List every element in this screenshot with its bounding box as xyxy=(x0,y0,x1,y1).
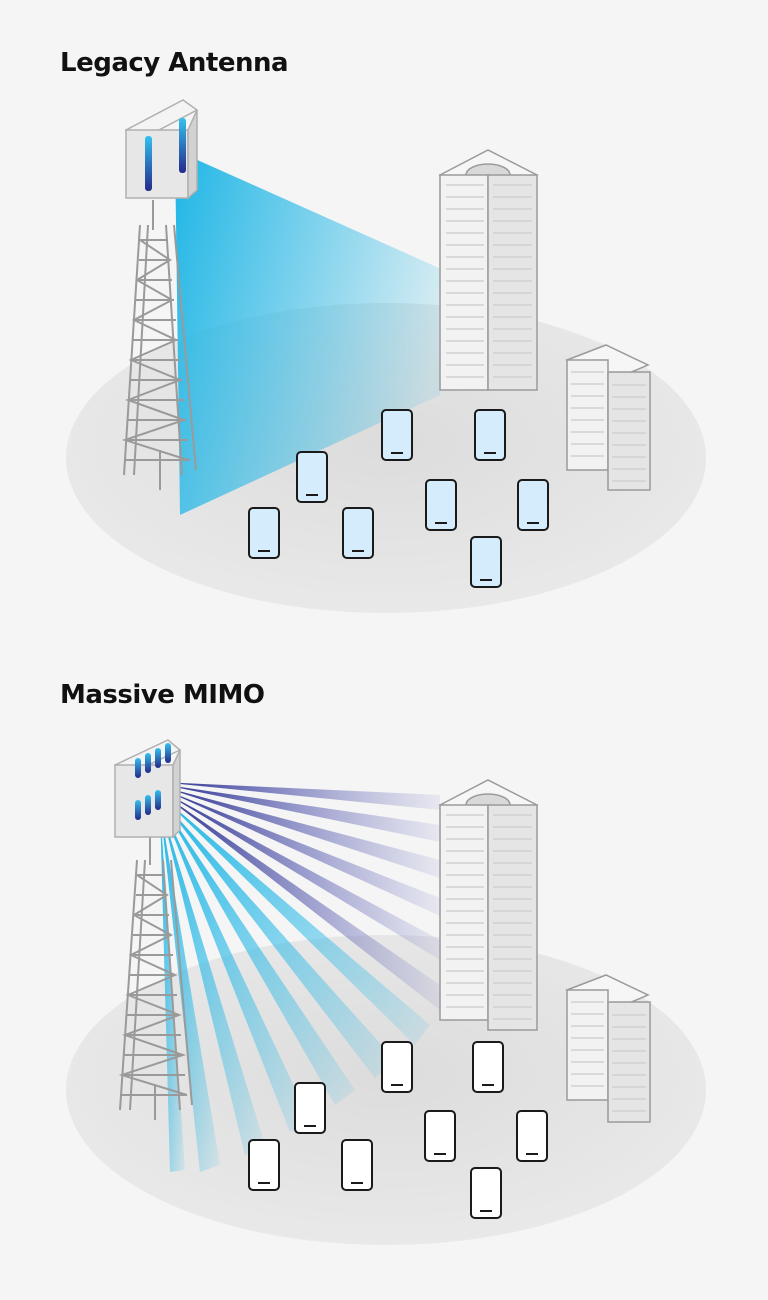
smartphone-icon xyxy=(341,1139,373,1191)
smartphone-icon xyxy=(296,451,328,503)
smartphone-icon xyxy=(342,507,374,559)
narrow-beams xyxy=(160,782,440,1172)
panel-massive-mimo: Massive MIMO xyxy=(0,650,768,1300)
skyscraper-icon xyxy=(438,149,539,391)
antenna-panel-icon xyxy=(113,739,182,839)
smartphone-icon xyxy=(472,1041,504,1093)
panel-legacy-antenna: Legacy Antenna xyxy=(60,48,706,613)
wide-beam xyxy=(175,150,460,515)
antenna-panel-icon xyxy=(124,99,199,200)
smartphone-icon xyxy=(516,1110,548,1162)
smartphone-icon xyxy=(381,409,413,461)
skyscraper-icon xyxy=(438,779,539,1031)
panel-title: Legacy Antenna xyxy=(60,48,289,78)
smartphone-icon xyxy=(470,536,502,588)
smartphone-icon xyxy=(517,479,549,531)
panel-title: Massive MIMO xyxy=(60,680,265,710)
smartphone-icon xyxy=(474,409,506,461)
smartphone-icon xyxy=(381,1041,413,1093)
building-icon xyxy=(565,974,651,1123)
smartphone-icon xyxy=(424,1110,456,1162)
smartphone-icon xyxy=(470,1167,502,1219)
smartphone-icon xyxy=(248,507,280,559)
smartphone-icon xyxy=(294,1082,326,1134)
building-icon xyxy=(565,344,651,491)
smartphone-icon xyxy=(248,1139,280,1191)
legacy-illustration xyxy=(66,99,706,613)
smartphone-icon xyxy=(425,479,457,531)
massive-mimo-illustration xyxy=(66,739,706,1245)
lattice-tower-icon xyxy=(121,200,197,490)
lattice-tower-icon xyxy=(118,835,193,1120)
